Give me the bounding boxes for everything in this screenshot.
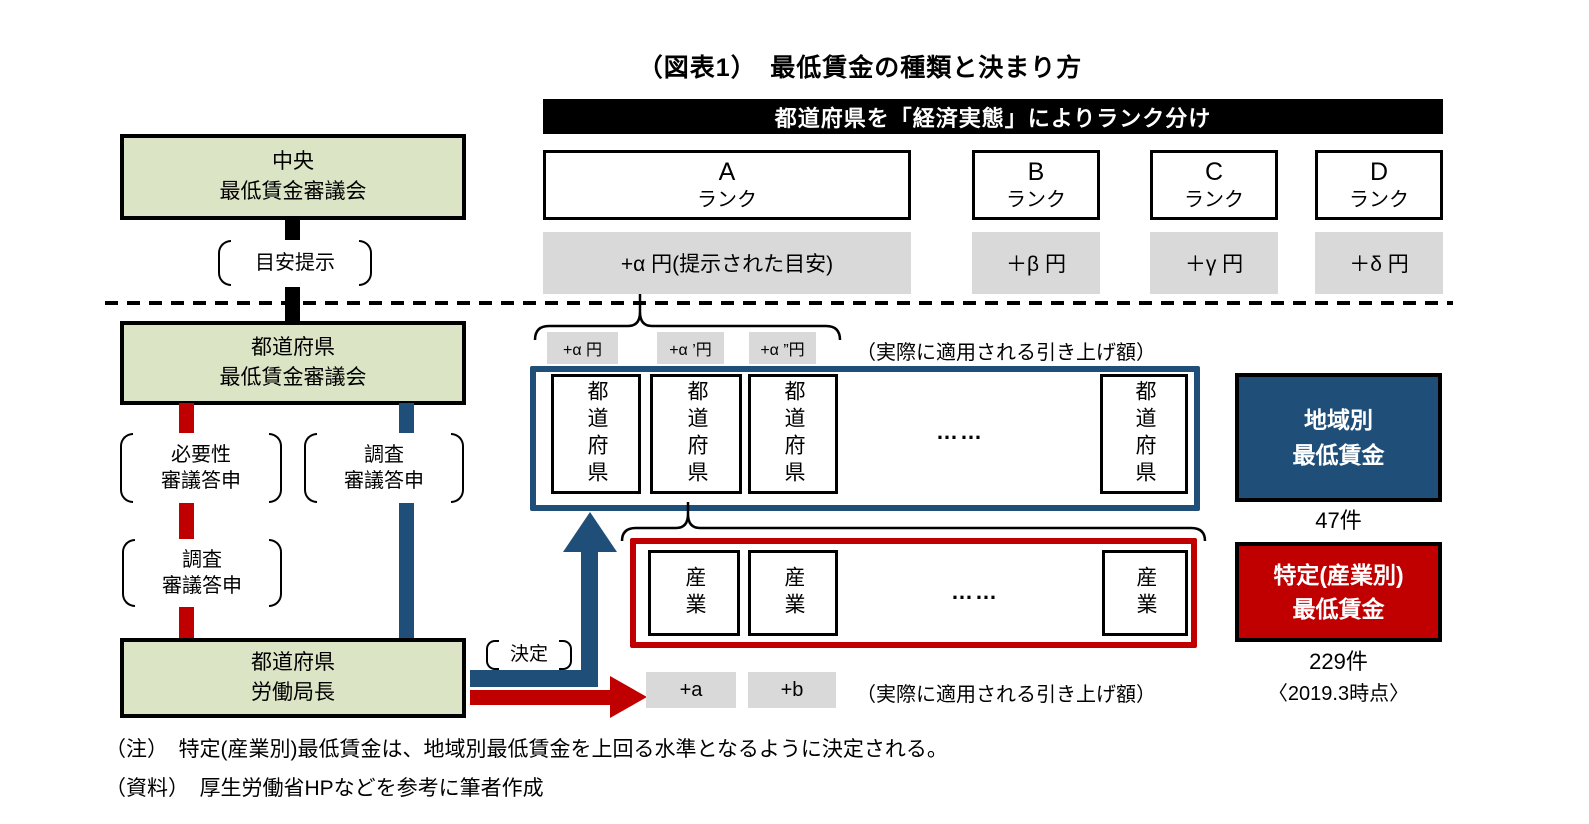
industry-count: 229件: [1309, 649, 1368, 674]
industry-box: 産業: [1102, 550, 1188, 636]
left-bracket-shape: [304, 433, 317, 503]
rank-box-d: D ランク: [1315, 150, 1443, 220]
regional-count: 47件: [1315, 508, 1362, 533]
prefecture-box: 都道府県: [1100, 374, 1188, 494]
rank-b-letter: B: [1027, 158, 1045, 186]
decision-label: 決定: [509, 643, 548, 665]
connector-guideline-to-pref-council: [285, 287, 300, 323]
page-title: （図表1） 最低賃金の種類と決まり方: [637, 54, 1083, 82]
applied-amount-a: +a: [646, 672, 736, 708]
note-line: （注） 特定(産業別)最低賃金は、地域別最低賃金を上回る水準となるように決定され…: [105, 738, 948, 761]
prefectural-labor-bureau-director-box: 都道府県 労働局長: [120, 638, 466, 718]
industry-box: 産業: [648, 550, 740, 636]
source-line: （資料） 厚生労働省HPなどを参考に筆者作成: [105, 777, 544, 800]
rank-box-a: A ランク: [543, 150, 911, 220]
right-bracket-shape: [359, 240, 372, 286]
survey-deliberation-bracket-red: 調査 審議答申: [122, 539, 282, 607]
right-bracket-shape: [559, 640, 572, 670]
dashed-divider: [105, 301, 1453, 305]
industry-box-label: 産業: [683, 566, 706, 620]
applied-industry-caption: （実際に適用される引き上げ額）: [856, 684, 1156, 706]
right-bracket-shape: [269, 433, 282, 503]
rank-box-c: C ランク: [1150, 150, 1278, 220]
survey-label-blue: 調査 審議答申: [317, 433, 451, 503]
left-bracket-shape: [486, 640, 499, 670]
blue-decision-arrow-vertical: [581, 550, 598, 687]
prefecture-box: 都道府県: [551, 374, 641, 494]
rank-c-label: ランク: [1184, 189, 1244, 211]
left-bracket-shape: [218, 240, 231, 286]
applied-amount-alpha-double-prime: +α ”円: [749, 332, 816, 364]
industry-box: 産業: [748, 550, 838, 636]
right-bracket-shape: [269, 539, 282, 607]
applied-regional-caption: （実際に適用される引き上げ額）: [856, 342, 1156, 364]
prefecture-box: 都道府県: [748, 374, 838, 494]
applied-amount-alpha: +α 円: [547, 332, 618, 364]
prefecture-box-label: 都道府県: [1133, 380, 1156, 488]
regional-minimum-wage-legend-box: 地域別 最低賃金: [1235, 373, 1442, 502]
industry-box-label: 産業: [1134, 566, 1157, 620]
red-right-arrowhead-icon: [610, 676, 647, 718]
rank-c-letter: C: [1204, 158, 1224, 186]
survey-label-red: 調査 審議答申: [135, 539, 269, 607]
blue-up-arrowhead-icon: [563, 512, 617, 552]
ellipsis-prefectures: ……: [936, 419, 984, 444]
prefecture-box-label: 都道府県: [685, 380, 708, 488]
rank-d-label: ランク: [1349, 189, 1409, 211]
rank-box-b: B ランク: [972, 150, 1100, 220]
prefecture-box-label: 都道府県: [782, 380, 805, 488]
rank-d-letter: D: [1369, 158, 1389, 186]
prefectural-minimum-wage-council-box: 都道府県 最低賃金審議会: [120, 321, 466, 405]
rank-a-amount: +α 円(提示された目安): [543, 232, 911, 294]
rank-header-bar: 都道府県を「経済実態」によりランク分け: [543, 99, 1443, 134]
guideline-presentation-bracket: 目安提示: [218, 240, 372, 286]
necessity-label: 必要性 審議答申: [133, 433, 269, 503]
left-bracket-shape: [122, 539, 135, 607]
as-of-date: 〈2019.3時点〉: [1267, 682, 1410, 705]
left-bracket-shape: [120, 433, 133, 503]
blue-decision-arrow-horizontal: [470, 670, 598, 687]
prefecture-box-label: 都道府県: [585, 380, 608, 488]
applied-amount-b: +b: [748, 672, 836, 708]
industry-box-label: 産業: [782, 566, 805, 620]
rank-header-text: 都道府県を「経済実態」によりランク分け: [774, 105, 1212, 131]
industry-minimum-wage-legend-box: 特定(産業別) 最低賃金: [1235, 542, 1442, 642]
decision-bracket: 決定: [486, 640, 572, 670]
rank-b-amount: ＋β 円: [972, 232, 1100, 294]
regional-minimum-wage-container: [530, 366, 1200, 511]
rank-c-amount: ＋γ 円: [1150, 232, 1278, 294]
prefecture-box: 都道府県: [650, 374, 742, 494]
necessity-deliberation-bracket: 必要性 審議答申: [120, 433, 282, 503]
survey-deliberation-bracket-blue: 調査 審議答申: [304, 433, 464, 503]
rank-b-label: ランク: [1006, 189, 1066, 211]
applied-amount-alpha-prime: +α ’円: [657, 332, 724, 364]
connector-central-to-guideline: [285, 220, 300, 240]
central-minimum-wage-council-box: 中央 最低賃金審議会: [120, 134, 466, 220]
brace-industry-container: [620, 513, 1207, 542]
guideline-label: 目安提示: [231, 240, 359, 286]
rank-a-letter: A: [718, 158, 736, 186]
red-decision-arrow-horizontal: [470, 690, 610, 705]
rank-d-amount: ＋δ 円: [1315, 232, 1443, 294]
right-bracket-shape: [451, 433, 464, 503]
ellipsis-industries: ……: [951, 579, 999, 604]
rank-a-label: ランク: [697, 189, 757, 211]
